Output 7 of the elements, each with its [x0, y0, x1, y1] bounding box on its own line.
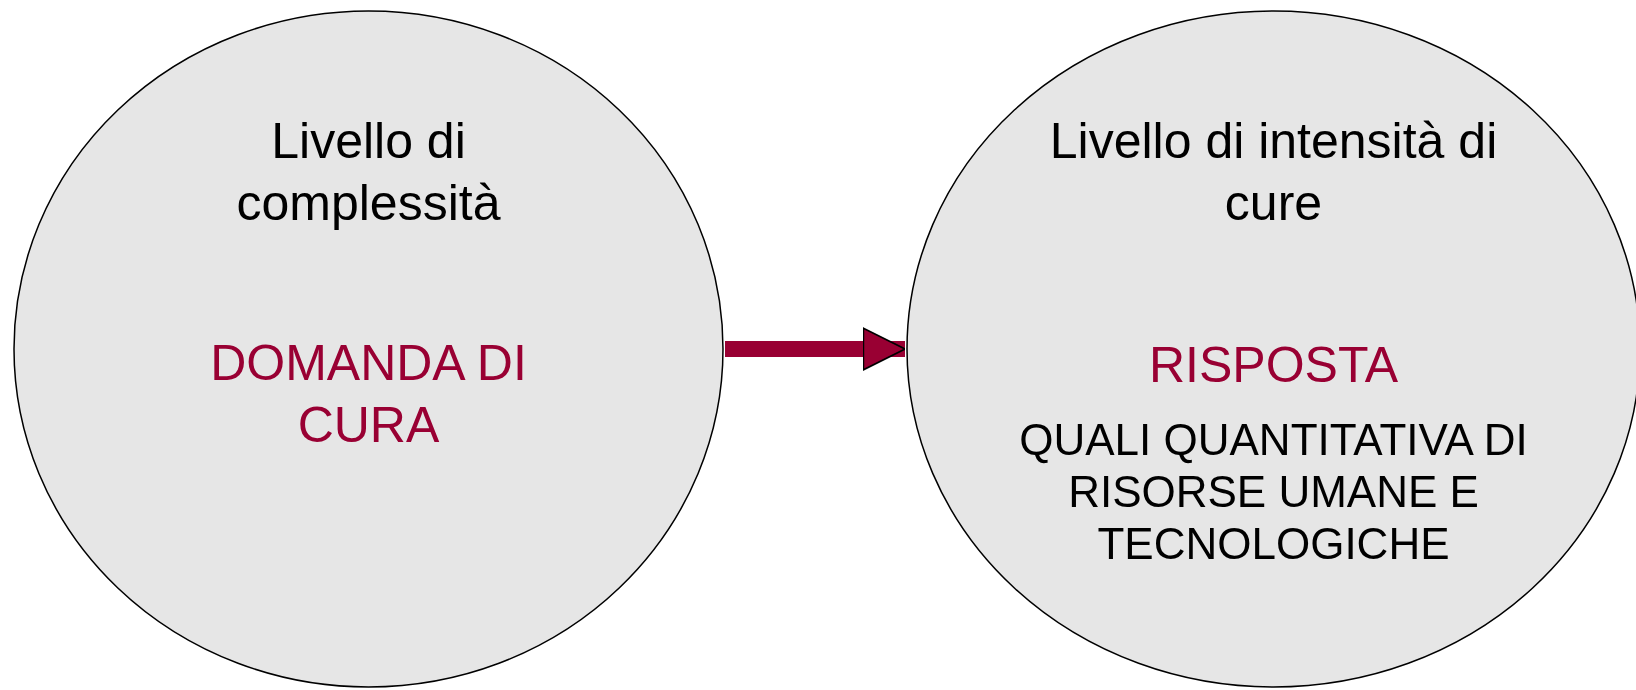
- heading-text: Livello di complessità: [235, 112, 502, 233]
- emphasis-text: DOMANDA DI CURA: [209, 334, 528, 455]
- ellipse-node: [13, 10, 724, 688]
- emphasis-text: RISPOSTA: [1147, 336, 1400, 395]
- block-arrow: [725, 327, 906, 371]
- heading-text: Livello di intensità di cure: [1048, 112, 1499, 233]
- body-text: QUALI QUANTITATIVA DI RISORSE UMANE E TECNOLOGICHE: [1018, 414, 1529, 570]
